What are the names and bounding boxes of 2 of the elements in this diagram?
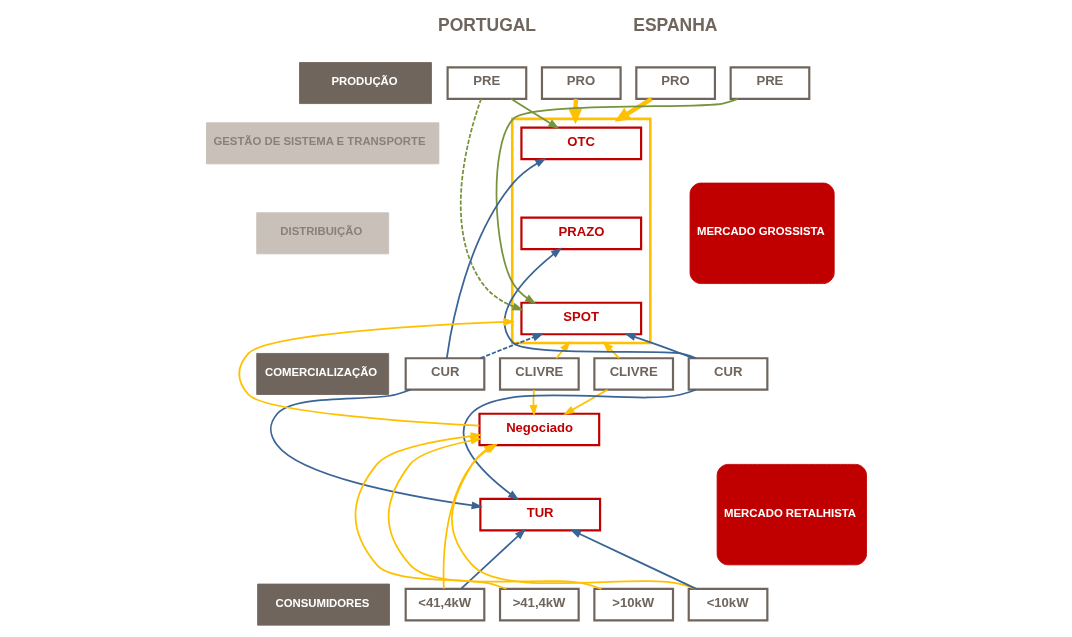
label: PORTUGAL bbox=[437, 15, 536, 36]
label: ESPANHA bbox=[632, 15, 717, 36]
